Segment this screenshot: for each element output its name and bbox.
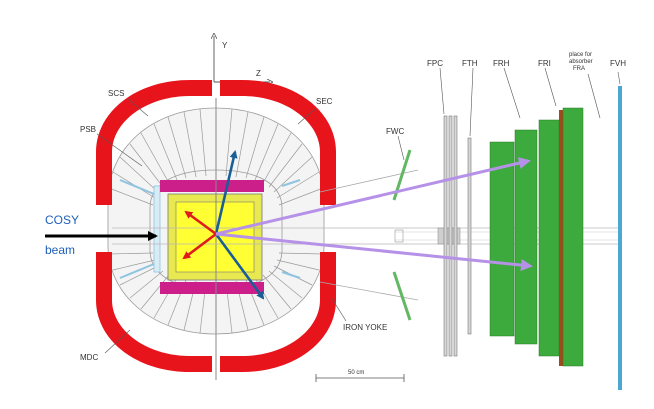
- coordinate-axes: Y Z: [214, 36, 270, 82]
- label-frh: FRH: [493, 59, 510, 68]
- solenoid-bar-ll: [119, 263, 155, 279]
- frh: [489, 119, 560, 357]
- iron-yoke: [96, 80, 336, 372]
- label-fwc: FWC: [386, 127, 404, 136]
- solenoid-bar-ul: [119, 179, 155, 195]
- label-fvh: FVH: [610, 59, 626, 68]
- beam-label-line1: COSY: [45, 213, 79, 227]
- fwc-lower: [392, 271, 412, 321]
- label-scale: 50 cm: [348, 370, 364, 376]
- yoke-lower-right: [220, 252, 336, 372]
- label-fth: FTH: [462, 59, 478, 68]
- z-axis-label: Z: [256, 69, 261, 78]
- fpc: [443, 115, 458, 357]
- y-axis-label: Y: [222, 41, 228, 50]
- fri-absorber-edge: [559, 110, 563, 366]
- fvh: [618, 86, 622, 390]
- track-blue-down: [214, 233, 265, 300]
- solenoid-left: [153, 185, 161, 273]
- label-sec: SEC: [316, 97, 333, 106]
- label-scs: SCS: [108, 89, 124, 98]
- label-fra-line2: absorber: [569, 59, 593, 65]
- track-red-down: [182, 232, 217, 260]
- label-psb: PSB: [80, 125, 96, 134]
- label-fra-line3: FRA: [573, 66, 585, 72]
- yoke-upper-right: [220, 80, 336, 205]
- yoke-lower-left: [96, 252, 212, 372]
- leader-lines: [96, 67, 621, 354]
- label-fri: FRI: [538, 59, 551, 68]
- label-iron-yoke: IRON YOKE: [343, 323, 387, 332]
- track-blue-up: [214, 150, 238, 235]
- fth: [467, 137, 472, 335]
- beam-label-line2: beam: [45, 243, 75, 257]
- fri: [562, 107, 584, 367]
- label-fra-line1: place for: [569, 52, 592, 58]
- particle-tracks: [182, 150, 533, 300]
- solenoid-bar-lr: [281, 271, 301, 279]
- yoke-upper-left: [96, 80, 212, 205]
- psb-bottom: [160, 282, 264, 294]
- scale-bar: [315, 374, 405, 382]
- track-violet-up: [215, 157, 531, 236]
- label-fpc: FPC: [427, 59, 443, 68]
- solenoid-bar-ur: [281, 179, 301, 187]
- label-mdc: MDC: [80, 353, 98, 362]
- track-violet-down: [215, 232, 533, 272]
- psb-top: [160, 180, 264, 192]
- track-red-up: [184, 210, 217, 236]
